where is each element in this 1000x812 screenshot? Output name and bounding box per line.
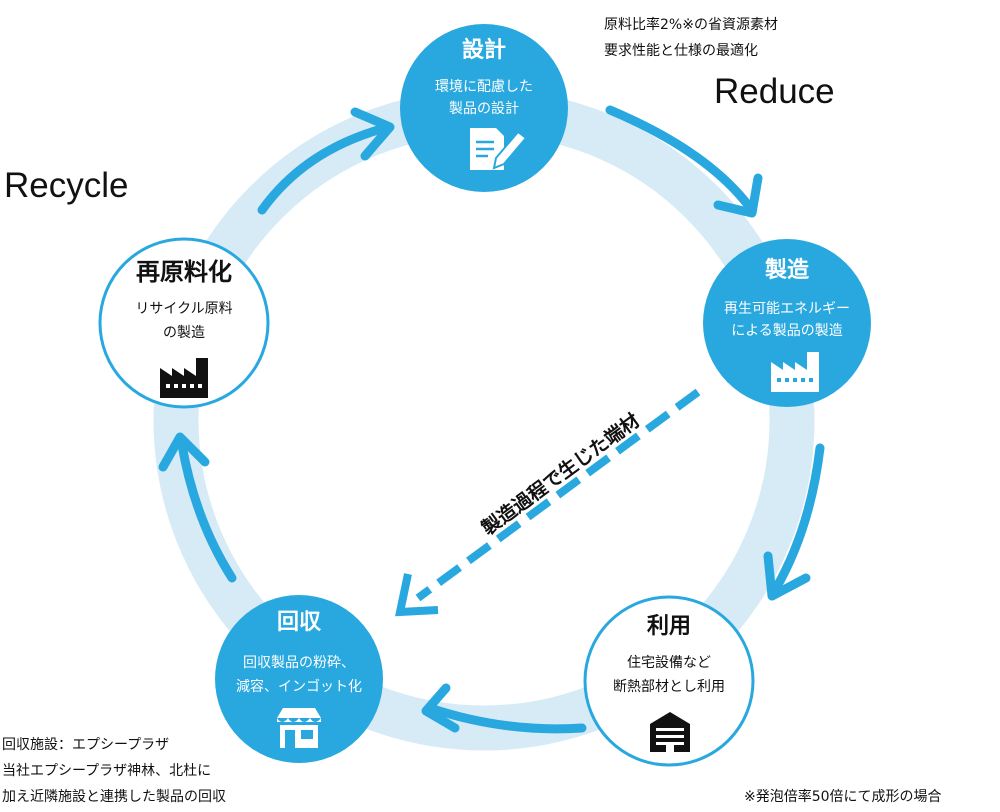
stage-usage-line-2: 断熱部材とし利用 — [613, 679, 725, 695]
stage-remanufacture-line-1: リサイクル原料 — [135, 301, 233, 317]
arrow-design-to-manufacturing — [605, 105, 763, 218]
stage-manufacturing-line-2: による製品の製造 — [731, 323, 843, 339]
arrow-usage-to-collection — [421, 683, 587, 734]
stage-collection-line-2: 減容、インゴット化 — [236, 679, 362, 695]
stage-manufacturing-circle — [703, 239, 871, 407]
building-icon — [650, 712, 690, 752]
stage-remanufacture-circle — [98, 237, 270, 409]
factory-icon — [160, 358, 208, 398]
stage-design-line-2: 製品の設計 — [449, 101, 519, 117]
stage-design-circle — [400, 24, 568, 192]
stage-design-title: 設計 — [461, 38, 506, 63]
stage-remanufacture-title: 再原料化 — [136, 258, 232, 286]
stage-manufacturing-line-1: 再生可能エネルギー — [724, 301, 850, 317]
store-icon — [277, 708, 321, 748]
stage-design-line-1: 環境に配慮した — [435, 79, 533, 95]
arrow-remanufacture-to-design — [257, 107, 395, 215]
stage-collection-line-1: 回収製品の粉砕、 — [243, 655, 355, 671]
stage-collection-title: 回収 — [276, 610, 321, 635]
collection-note-line-2: 当社エプシープラザ神林、北杜に — [2, 763, 212, 779]
stage-usage-title: 利用 — [646, 614, 691, 639]
collection-note-line-3: 加え近隣施設と連携した製品の回収 — [2, 789, 226, 805]
stage-remanufacture-line-2: の製造 — [163, 325, 205, 341]
recycle-label: Recycle — [4, 166, 129, 205]
collection-note-line-1: 回収施設：エプシープラザ — [2, 737, 170, 753]
scrap-dashed-arrow — [395, 388, 701, 617]
document-pen-icon — [470, 128, 528, 170]
arrow-manufacturing-to-usage — [763, 443, 825, 601]
reduce-label: Reduce — [714, 72, 835, 111]
footnote: ※発泡倍率50倍にて成形の場合 — [744, 789, 942, 805]
stage-usage-circle — [583, 595, 755, 767]
reduce-note-line-2: 要求性能と仕様の最適化 — [604, 43, 758, 59]
stage-manufacturing-title: 製造 — [764, 258, 809, 283]
stage-collection-circle — [215, 595, 383, 763]
arrow-collection-to-remanufacture — [158, 432, 237, 583]
stage-usage-line-1: 住宅設備など — [627, 655, 711, 671]
reduce-note-line-1: 原料比率2%※の省資源素材 — [604, 17, 778, 33]
factory-icon — [771, 352, 819, 392]
